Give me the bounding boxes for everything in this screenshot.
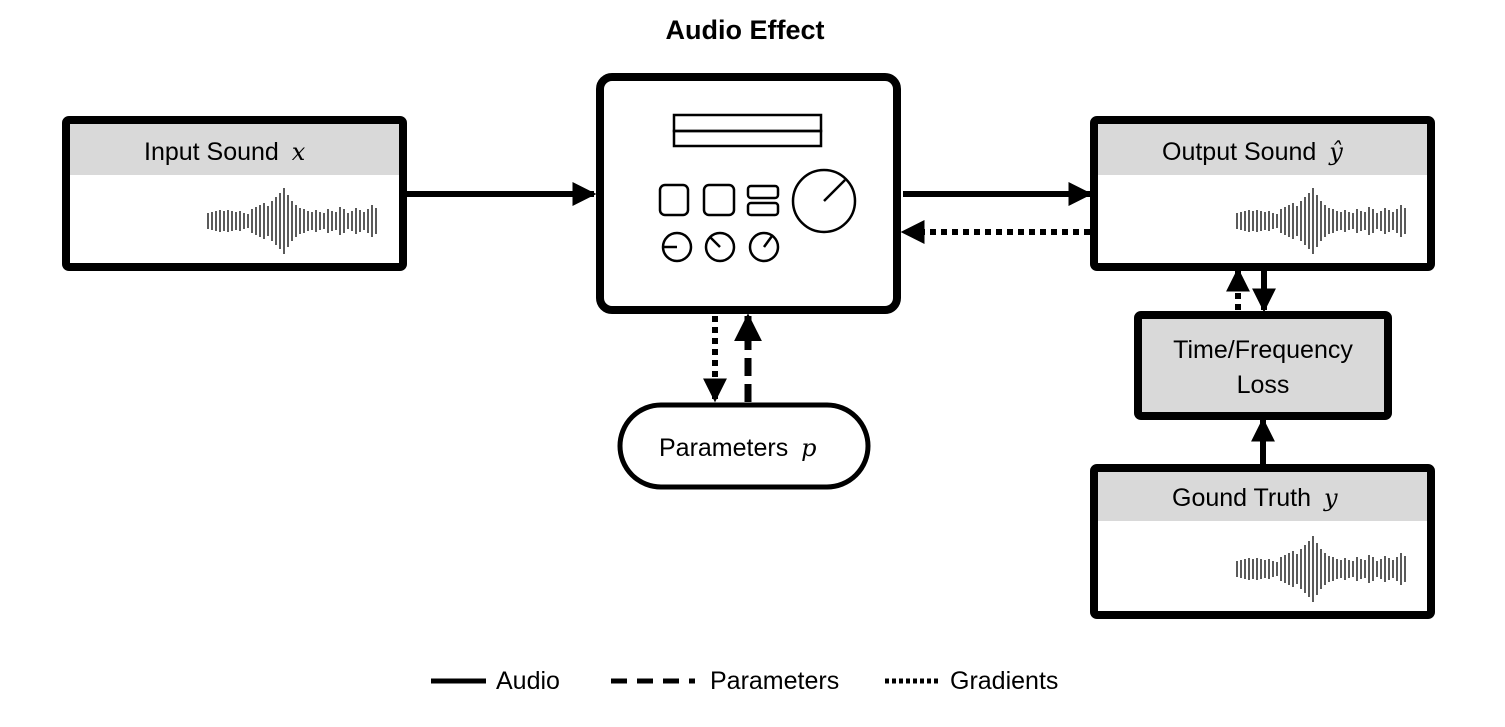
legend-parameters-label: Parameters [710,667,839,695]
legend-audio-label: Audio [496,667,560,695]
parameters-box: Parameters p [617,402,871,490]
ground-truth-label: Gound Truth y [1172,484,1338,512]
legend-gradients-label: Gradients [950,667,1058,695]
waveform-icon [1236,536,1406,602]
loss-label-line1: Time/Frequency [1173,336,1353,364]
waveform-icon [1236,188,1406,254]
loss-label-line2: Loss [1237,371,1290,399]
legend: Audio Parameters Gradients [431,667,1058,695]
audio-effect-title: Audio Effect [666,15,825,45]
input-sound-label: Input Sound x [144,138,306,166]
effect-unit-icon [658,113,857,263]
loss-box: Time/Frequency Loss [1134,311,1392,420]
output-sound-box: Output Sound ŷ [1090,116,1435,271]
waveform-icon [207,188,377,254]
parameters-label: Parameters p [659,434,817,462]
input-sound-box: Input Sound x [62,116,407,271]
output-sound-label: Output Sound ŷ [1162,138,1343,166]
ground-truth-box: Gound Truth y [1090,464,1435,619]
audio-effect-box [596,73,901,314]
